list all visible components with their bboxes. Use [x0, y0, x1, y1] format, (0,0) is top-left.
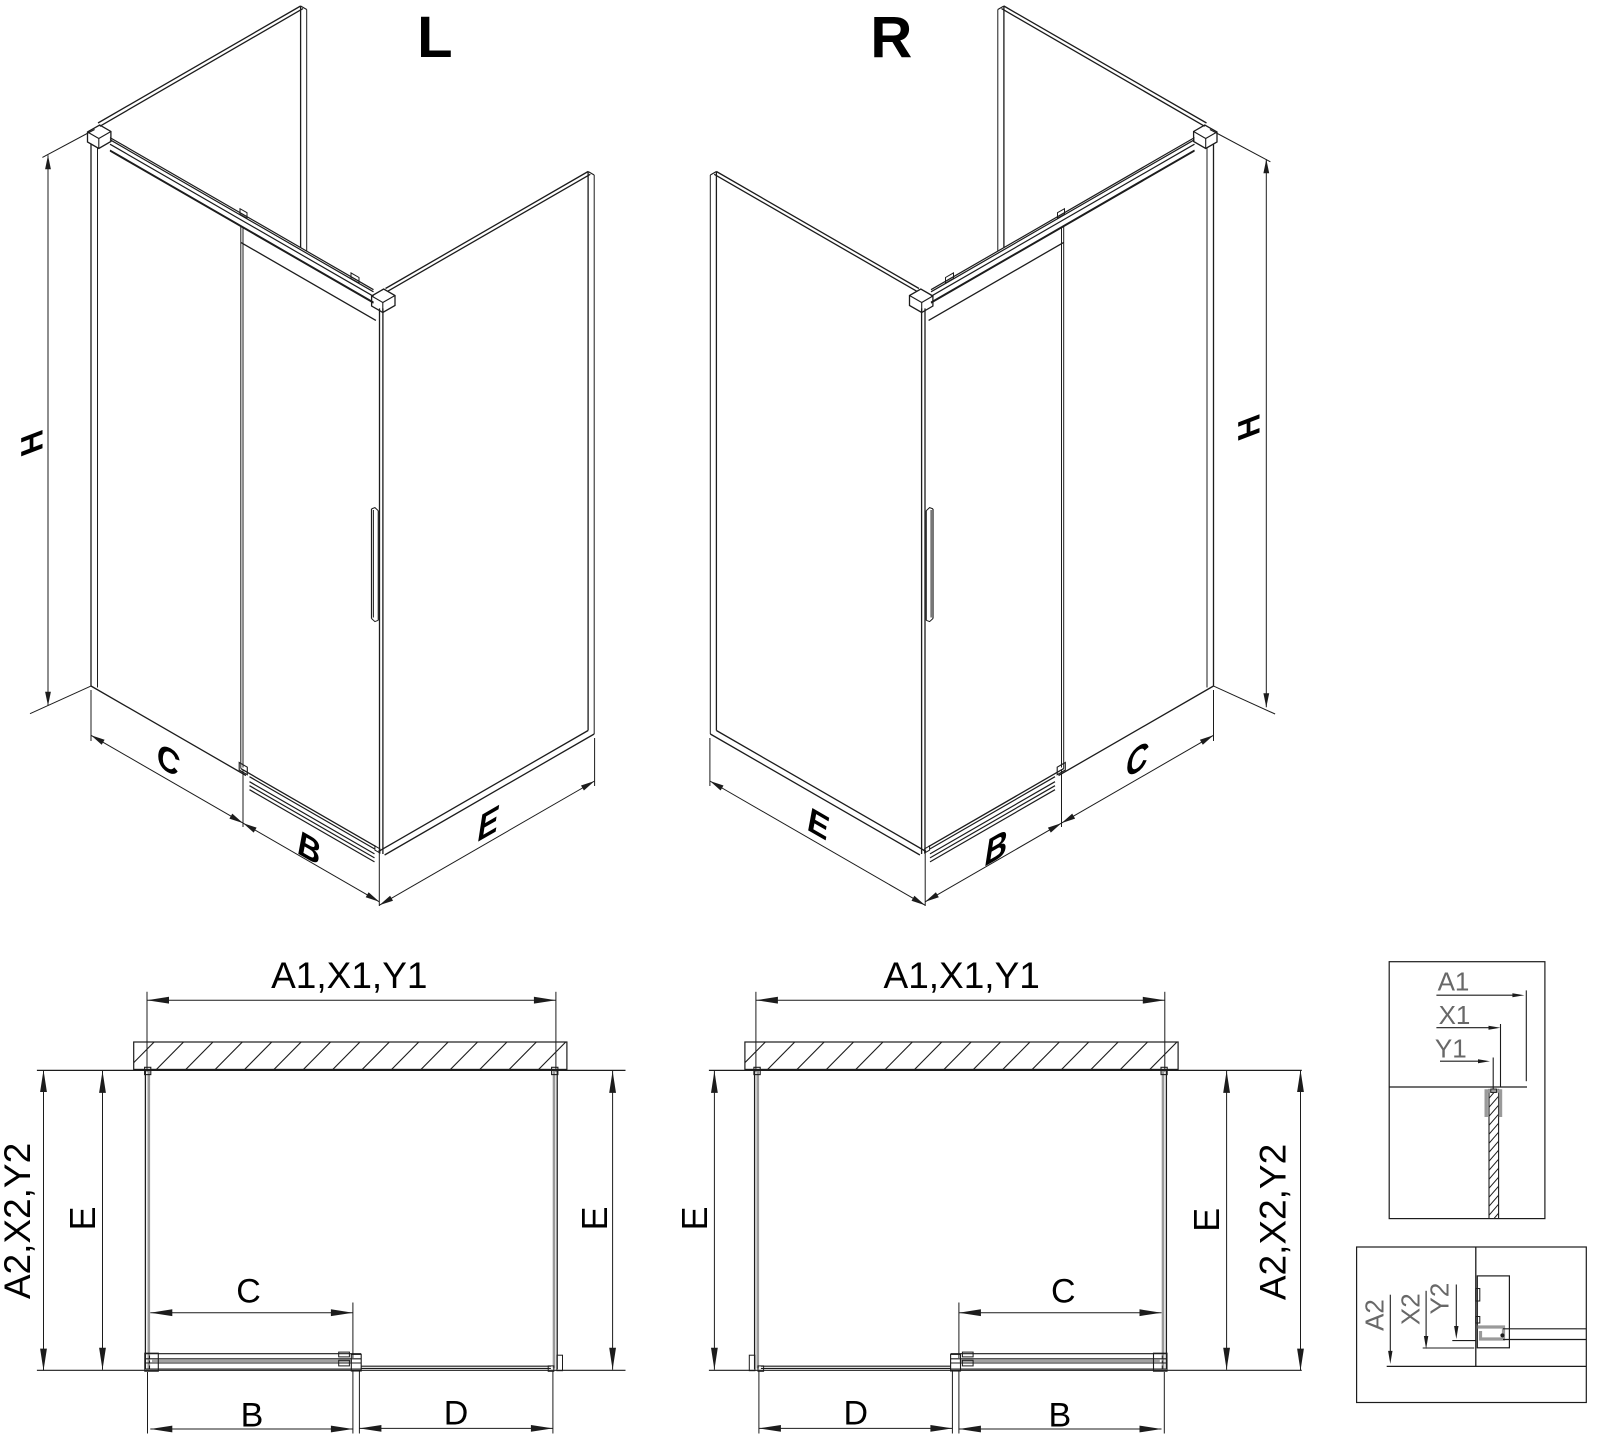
svg-text:R: R [870, 6, 912, 71]
svg-text:A2,X2,Y2: A2,X2,Y2 [0, 1143, 38, 1299]
svg-text:Y2: Y2 [1425, 1283, 1455, 1315]
svg-text:A1,X1,Y1: A1,X1,Y1 [271, 955, 427, 996]
svg-text:A2,X2,Y2: A2,X2,Y2 [1253, 1144, 1294, 1300]
svg-text:E: E [674, 1206, 715, 1230]
svg-text:H: H [16, 421, 50, 464]
svg-text:A1,X1,Y1: A1,X1,Y1 [884, 955, 1040, 996]
svg-text:C: C [236, 1273, 261, 1311]
svg-text:C: C [1051, 1273, 1076, 1311]
svg-text:A2: A2 [1360, 1299, 1390, 1331]
svg-text:B: B [1048, 1397, 1071, 1435]
svg-text:H: H [1233, 406, 1267, 449]
svg-text:E: E [478, 797, 500, 851]
svg-text:E: E [808, 797, 830, 851]
svg-text:C: C [157, 732, 180, 787]
svg-text:D: D [844, 1395, 869, 1433]
svg-text:E: E [574, 1206, 615, 1230]
svg-text:E: E [1186, 1208, 1227, 1232]
svg-text:Y1: Y1 [1435, 1033, 1467, 1063]
svg-text:L: L [417, 5, 452, 70]
svg-text:B: B [241, 1397, 264, 1435]
svg-text:D: D [444, 1395, 469, 1433]
svg-text:X1: X1 [1439, 1000, 1471, 1030]
svg-text:A1: A1 [1438, 966, 1470, 996]
svg-text:E: E [62, 1206, 103, 1230]
svg-text:B: B [298, 820, 321, 874]
svg-text:X2: X2 [1396, 1293, 1426, 1325]
svg-text:B: B [985, 820, 1008, 874]
svg-text:C: C [1126, 732, 1149, 787]
